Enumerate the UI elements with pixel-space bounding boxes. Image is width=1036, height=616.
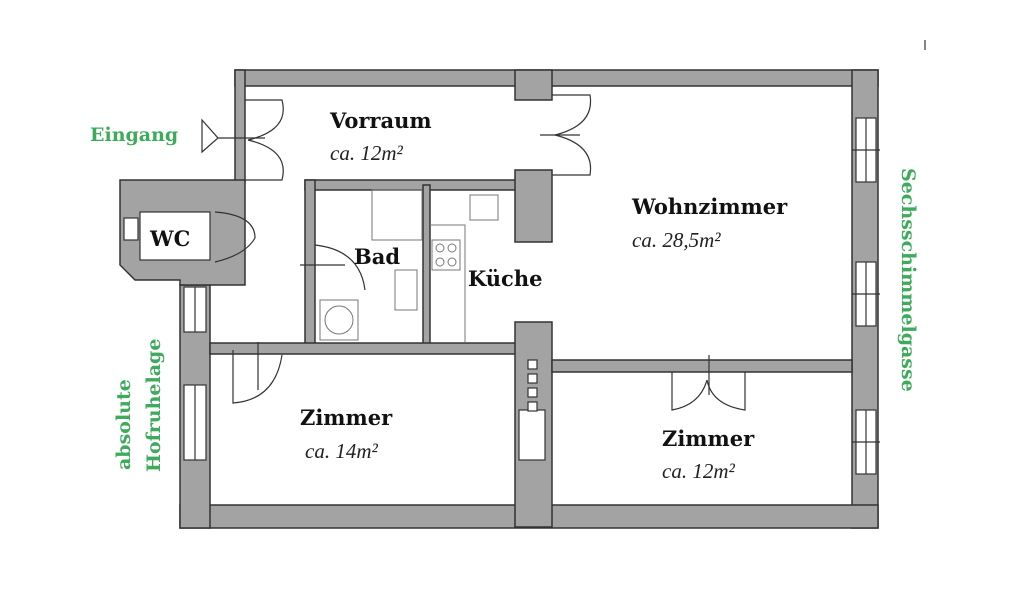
chimney-vents [527, 359, 538, 412]
courtyard-label-line2: Hofruhelage [143, 339, 165, 472]
room-name-zimmer-right: Zimmer [662, 426, 755, 451]
room-name-zimmer-left: Zimmer [300, 405, 393, 430]
room-area-vorraum: ca. 12m² [330, 141, 403, 165]
room-name-vorraum: Vorraum [329, 108, 432, 133]
street-label: Sechsschimmelgasse [897, 168, 919, 392]
room-area-zimmer-left: ca. 14m² [305, 439, 378, 463]
wc-box [139, 211, 211, 261]
room-name-wohnzimmer: Wohnzimmer [631, 194, 788, 219]
room-name-kueche: Küche [468, 266, 542, 291]
windows [123, 117, 880, 475]
entrance-label: Eingang [90, 124, 178, 146]
courtyard-label-line1: absolute [113, 379, 135, 470]
room-name-bad: Bad [354, 244, 400, 269]
doors [201, 94, 746, 411]
room-area-zimmer-right: ca. 12m² [662, 459, 735, 483]
room-name-wc: WC [149, 226, 190, 251]
room-area-wohnzimmer: ca. 28,5m² [632, 228, 721, 252]
walls [119, 69, 879, 529]
fixtures [319, 189, 499, 342]
